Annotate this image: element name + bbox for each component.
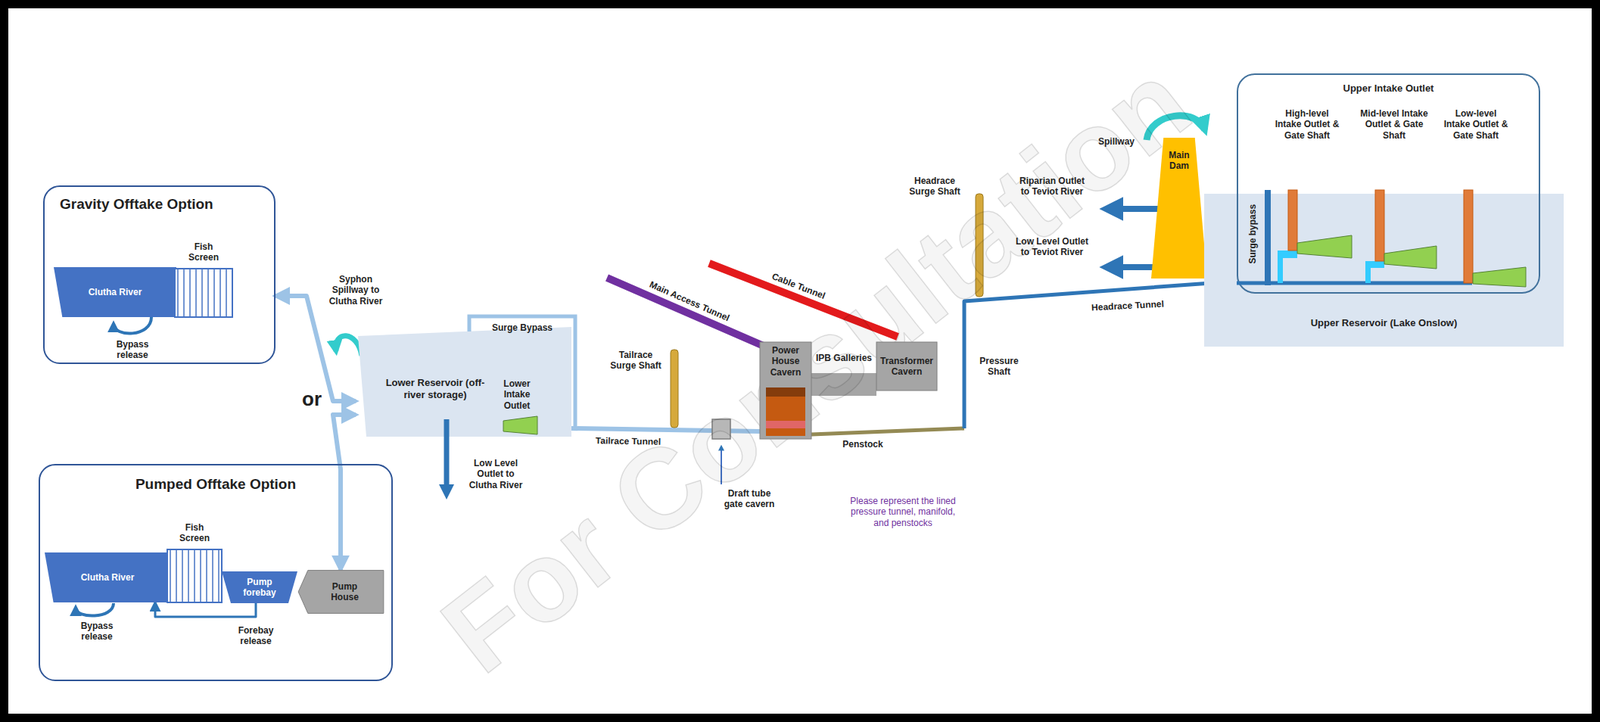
connector-line (571, 428, 760, 432)
fish-screen: Fish Screen (174, 241, 233, 318)
main-access-tunnel (607, 277, 766, 347)
syphon-spillway (336, 336, 362, 356)
connector-line (811, 428, 965, 435)
node-title: Main Dam (1164, 149, 1195, 172)
cable-tunnel (709, 263, 898, 337)
callout-label: Main Access Tunnel (628, 270, 751, 333)
callout-label: Tailrace Tunnel (582, 435, 674, 448)
spillway-arrow (1146, 115, 1205, 141)
node-title: Gravity Offtake Option (59, 196, 214, 214)
callout-label: IPB Galleries (809, 352, 878, 364)
node-title: Upper Reservoir (Lake Onslow) (1204, 317, 1564, 330)
option-box: Pumped Offtake OptionClutha River Fish Sc… (38, 463, 393, 682)
callout-label: Syphon Spillway to Clutha River (321, 273, 390, 307)
callout-label: Pressure Shaft (972, 355, 1026, 378)
node-title: Pump forebay (236, 576, 284, 599)
outlet-arrow (1106, 205, 1161, 212)
node-text: High-level Intake Outlet & Gate Shaft (1272, 108, 1342, 141)
node-title: Clutha River (80, 572, 135, 583)
surge-shaft (670, 349, 679, 428)
connector-line (811, 373, 877, 396)
connector-line (333, 414, 356, 570)
pump-house: Pump House (297, 569, 385, 614)
callout-label: Headrace Tunnel (1078, 298, 1178, 315)
shape-outline (174, 268, 233, 318)
connector (275, 295, 356, 402)
shape-outline (1238, 74, 1539, 293)
fish-screen: Fish Screen (167, 522, 222, 603)
callout-label: Low Level Outlet to Teviot River (1014, 236, 1090, 259)
callout-label: Surge bypass (1247, 196, 1258, 272)
callout-label: Tailrace Surge Shaft (609, 349, 663, 372)
shape-outline (167, 549, 222, 603)
connector (811, 281, 1237, 435)
callout-label: or (300, 387, 324, 411)
connector (155, 602, 256, 617)
callout-label: Forebay release (225, 625, 287, 648)
callout-label: Please represent the lined pressure tunn… (842, 495, 964, 529)
callout-label: Headrace Surge Shaft (906, 175, 964, 198)
reservoir-shape: Lower Reservoir (off-river storage) (355, 326, 572, 437)
callout-label: Surge Bypass (484, 322, 561, 334)
connector-line (155, 602, 256, 617)
connector (571, 428, 760, 432)
intake-box: Upper Intake OutletHigh-level Intake Out… (1236, 73, 1541, 294)
dam-shape: Main Dam (1151, 137, 1208, 279)
draft-tube-cavern (712, 419, 731, 439)
callout-label: Low Level Outlet to Clutha River (465, 457, 527, 491)
node-title: Clutha River (88, 286, 143, 298)
node-title: Power House Cavern (759, 345, 812, 378)
node-title: Upper Intake Outlet (1238, 82, 1539, 95)
connector (811, 384, 877, 386)
surge-shaft (975, 193, 984, 297)
option-box: Gravity Offtake OptionClutha River Fish S… (43, 185, 276, 365)
callout-label: Riparian Outlet to Teviot River (1014, 175, 1090, 198)
callout-label: Draft tube gate cavern (719, 488, 780, 511)
river-shape: Clutha River (53, 267, 177, 318)
connector-line (964, 281, 1237, 429)
node-title: Lower Reservoir (off-river storage) (382, 376, 489, 401)
node-title: Pumped Offtake Option (135, 476, 296, 494)
outlet-arrow (1106, 264, 1158, 271)
leader-arrow (720, 446, 723, 485)
node-title: Transformer Cavern (876, 355, 937, 378)
river-shape: Clutha River (44, 552, 171, 603)
forebay-shape: Pump forebay (221, 571, 298, 604)
callout-label: Bypass release (102, 339, 163, 362)
callout-label: Lower Intake Outlet (490, 378, 544, 411)
callout-label: Bypass release (66, 620, 128, 643)
cavern-box: Transformer Cavern (876, 342, 937, 391)
node-title: Fish Screen (174, 522, 215, 545)
bypass-arrow (113, 317, 152, 334)
bypass-arrow (75, 603, 114, 617)
cavern-box: Power House Cavern (759, 342, 812, 439)
connector-line (275, 295, 356, 402)
connector (333, 414, 356, 570)
node-title: Pump House (322, 581, 368, 604)
node-title: Fish Screen (183, 241, 224, 264)
callout-label: Penstock (832, 438, 894, 450)
node-text: Low-level Intake Outlet & Gate Shaft (1441, 108, 1511, 141)
callout-label: Spillway (1093, 136, 1140, 147)
node-text: Mid-level Intake Outlet & Gate Shaft (1359, 108, 1429, 141)
